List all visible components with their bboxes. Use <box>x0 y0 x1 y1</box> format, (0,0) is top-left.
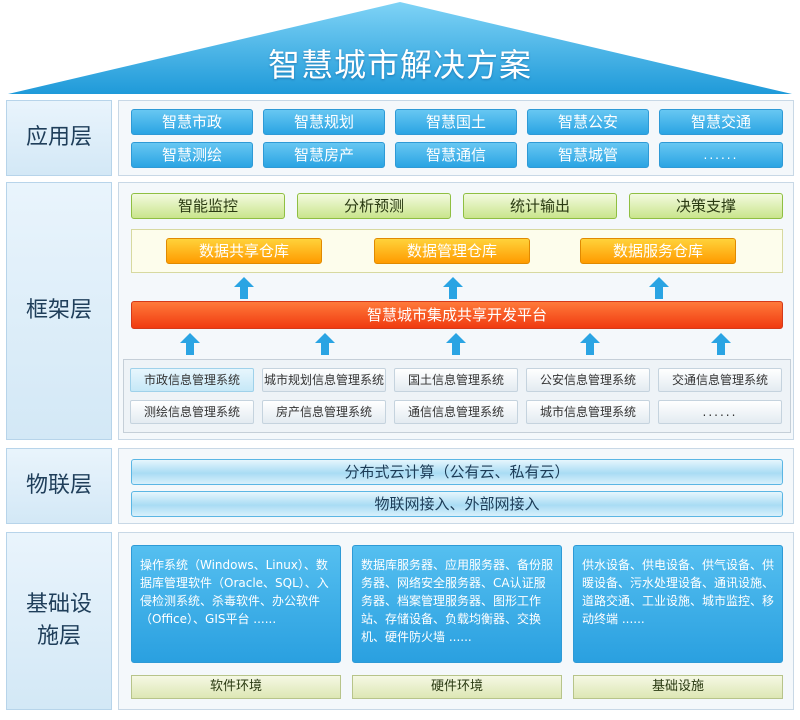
network-access-bar[interactable]: 物联网接入、外部网接入 <box>131 491 783 517</box>
system-more[interactable]: ...... <box>658 400 782 424</box>
fw-item-forecast[interactable]: 分析预测 <box>297 193 451 219</box>
app-item-urban-management[interactable]: 智慧城管 <box>527 142 649 168</box>
app-item-land[interactable]: 智慧国土 <box>395 109 517 135</box>
app-item-surveying[interactable]: 智慧测绘 <box>131 142 253 168</box>
iot-panel: 分布式云计算（公有云、私有云） 物联网接入、外部网接入 <box>118 448 794 524</box>
layer-label-line: 基础设 <box>25 592 92 617</box>
system-police[interactable]: 公安信息管理系统 <box>526 368 650 392</box>
infrastructure-panel: 操作系统（Windows、Linux）、数据库管理软件（Oracle、SQL）、… <box>118 532 794 710</box>
layer-label-application: 应用层 <box>6 100 112 176</box>
integration-platform[interactable]: 智慧城市集成共享开发平台 <box>131 301 783 329</box>
app-item-police[interactable]: 智慧公安 <box>527 109 649 135</box>
app-item-communication[interactable]: 智慧通信 <box>395 142 517 168</box>
facility-details-box: 供水设备、供电设备、供气设备、供暖设备、污水处理设备、通讯设施、道路交通、工业设… <box>573 545 783 663</box>
up-arrow-icon <box>711 333 731 355</box>
system-traffic[interactable]: 交通信息管理系统 <box>658 368 782 392</box>
up-arrow-icon <box>234 277 254 299</box>
hardware-details-box: 数据库服务器、应用服务器、备份服务器、网络安全服务器、CA认证服务器、档案管理服… <box>352 545 562 663</box>
layer-label-infrastructure: 基础设 施层 <box>6 532 112 710</box>
warehouse-sharing[interactable]: 数据共享仓库 <box>166 238 322 264</box>
app-item-more[interactable]: ...... <box>659 142 783 168</box>
page-title: 智慧城市解决方案 <box>267 46 532 84</box>
app-item-municipal[interactable]: 智慧市政 <box>131 109 253 135</box>
up-arrow-icon <box>443 277 463 299</box>
system-communication[interactable]: 通信信息管理系统 <box>394 400 518 424</box>
cloud-computing-bar[interactable]: 分布式云计算（公有云、私有云） <box>131 459 783 485</box>
system-surveying[interactable]: 测绘信息管理系统 <box>130 400 254 424</box>
layer-label-iot: 物联层 <box>6 448 112 524</box>
up-arrow-icon <box>580 333 600 355</box>
system-housing[interactable]: 房产信息管理系统 <box>262 400 386 424</box>
fw-item-monitoring[interactable]: 智能监控 <box>131 193 285 219</box>
layer-label-line: 施层 <box>36 624 81 649</box>
up-arrow-icon <box>180 333 200 355</box>
layer-label-framework: 框架层 <box>6 182 112 440</box>
fw-item-statistics[interactable]: 统计输出 <box>463 193 617 219</box>
infrastructure-env-label[interactable]: 基础设施 <box>573 675 783 699</box>
hardware-env-label[interactable]: 硬件环境 <box>352 675 562 699</box>
system-city[interactable]: 城市信息管理系统 <box>526 400 650 424</box>
fw-item-decision[interactable]: 决策支撑 <box>629 193 783 219</box>
warehouse-management[interactable]: 数据管理仓库 <box>374 238 530 264</box>
systems-container: 市政信息管理系统 城市规划信息管理系统 国土信息管理系统 公安信息管理系统 交通… <box>123 359 791 433</box>
roof-banner: 智慧城市解决方案 <box>0 0 800 100</box>
up-arrow-icon <box>315 333 335 355</box>
up-arrow-icon <box>649 277 669 299</box>
application-panel: 智慧市政 智慧规划 智慧国土 智慧公安 智慧交通 智慧测绘 智慧房产 智慧通信 … <box>118 100 794 176</box>
up-arrow-icon <box>446 333 466 355</box>
app-item-traffic[interactable]: 智慧交通 <box>659 109 783 135</box>
system-land[interactable]: 国土信息管理系统 <box>394 368 518 392</box>
system-municipal[interactable]: 市政信息管理系统 <box>130 368 254 392</box>
app-item-housing[interactable]: 智慧房产 <box>263 142 385 168</box>
warehouse-container: 数据共享仓库 数据管理仓库 数据服务仓库 <box>131 229 783 273</box>
system-urban-planning[interactable]: 城市规划信息管理系统 <box>262 368 386 392</box>
app-item-planning[interactable]: 智慧规划 <box>263 109 385 135</box>
software-env-label[interactable]: 软件环境 <box>131 675 341 699</box>
framework-panel: 智能监控 分析预测 统计输出 决策支撑 数据共享仓库 数据管理仓库 数据服务仓库… <box>118 182 794 440</box>
warehouse-service[interactable]: 数据服务仓库 <box>580 238 736 264</box>
software-details-box: 操作系统（Windows、Linux）、数据库管理软件（Oracle、SQL）、… <box>131 545 341 663</box>
